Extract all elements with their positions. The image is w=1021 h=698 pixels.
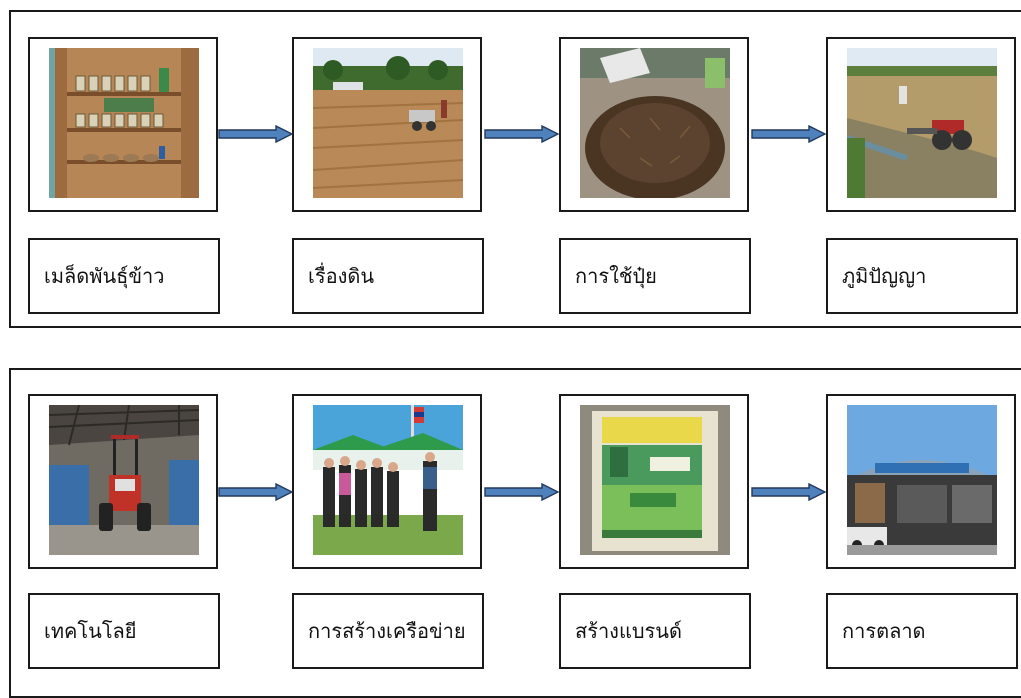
network-photo-frame (292, 394, 482, 569)
step-label-marketing: การตลาด (826, 593, 1018, 669)
paddy-field-tractor-photo (847, 48, 997, 198)
seed-photo-frame (28, 37, 218, 212)
plowed-field-tractor-photo (313, 48, 463, 198)
bottom-process-panel: เทคโนโลยี การสร้างเครือข่าย สร้างแบรนด์ … (9, 368, 1021, 698)
step-label-seed: เมล็ดพันธุ์ข้าว (28, 238, 220, 314)
flow-arrow-3 (751, 125, 826, 143)
market-building-photo (847, 405, 997, 555)
flow-arrow-5 (484, 483, 559, 501)
top-process-panel: เมล็ดพันธุ์ข้าว เรื่องดิน การใช้ปุ๋ย ภูม… (9, 10, 1021, 328)
rice-brand-package-photo (580, 405, 730, 555)
step-label-fertilizer: การใช้ปุ๋ย (559, 238, 751, 314)
wisdom-photo-frame (826, 37, 1016, 212)
step-label-soil: เรื่องดิน (292, 238, 484, 314)
tractor-in-warehouse-photo (49, 405, 199, 555)
flow-arrow-1 (218, 125, 293, 143)
rice-seed-shelf-photo (49, 48, 199, 198)
step-label-technology: เทคโนโลยี (28, 593, 220, 669)
step-label-brand: สร้างแบรนด์ (559, 593, 751, 669)
brand-photo-frame (559, 394, 749, 569)
compost-pile-photo (580, 48, 730, 198)
flow-arrow-6 (751, 483, 826, 501)
flow-arrow-4 (218, 483, 293, 501)
technology-photo-frame (28, 394, 218, 569)
soil-photo-frame (292, 37, 482, 212)
step-label-wisdom: ภูมิปัญญา (826, 238, 1018, 314)
marketing-photo-frame (826, 394, 1016, 569)
fertilizer-photo-frame (559, 37, 749, 212)
flow-arrow-2 (484, 125, 559, 143)
step-label-network: การสร้างเครือข่าย (292, 593, 484, 669)
network-meeting-group-photo (313, 405, 463, 555)
